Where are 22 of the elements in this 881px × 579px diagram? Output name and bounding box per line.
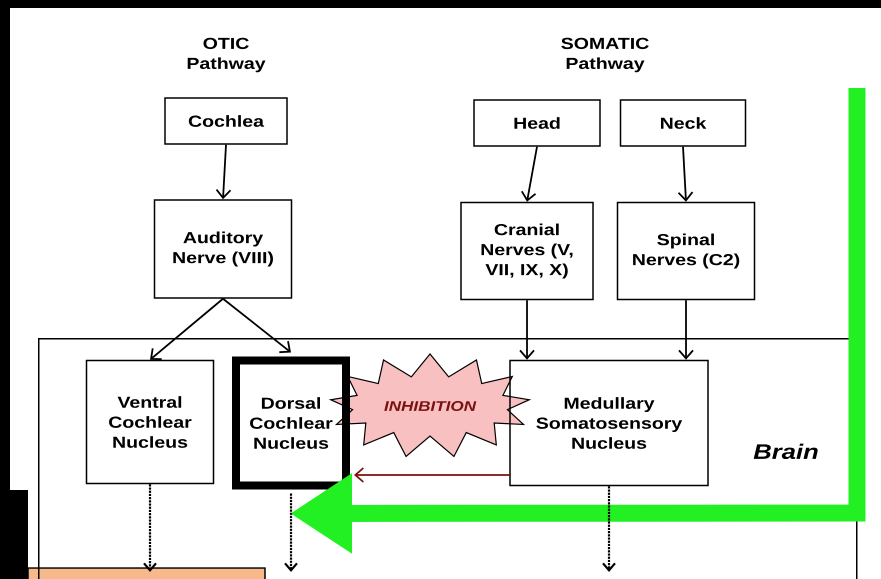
arrow	[678, 300, 694, 360]
dotted-arrow	[143, 484, 157, 572]
column-heading: OTIC Pathway	[188, 38, 266, 72]
arrow	[678, 146, 694, 202]
arrow	[521, 146, 538, 202]
process-box: Auditory Nerve (VIII)	[154, 199, 292, 299]
arrow	[150, 298, 224, 360]
process-box: Dorsal Cochlear Nucleus	[232, 356, 350, 490]
process-box: Ventral Cochlear Nucleus	[86, 360, 214, 484]
dotted-arrow	[602, 486, 616, 572]
process-box: Spinal Nerves (C2)	[616, 202, 756, 300]
process-box: Head	[473, 99, 601, 147]
arrow	[519, 300, 535, 360]
arrow	[354, 467, 510, 483]
column-heading: SOMATIC Pathway	[561, 38, 649, 72]
dotted-arrow	[284, 494, 298, 572]
process-box: Cochlea	[164, 97, 288, 145]
arrow	[216, 144, 232, 200]
process-box: Neck	[620, 99, 746, 147]
process-box: Cranial Nerves (V, VII, IX, X)	[460, 202, 594, 300]
process-box: Medullary Somatosensory Nucleus	[509, 360, 709, 486]
arrow	[222, 298, 291, 354]
